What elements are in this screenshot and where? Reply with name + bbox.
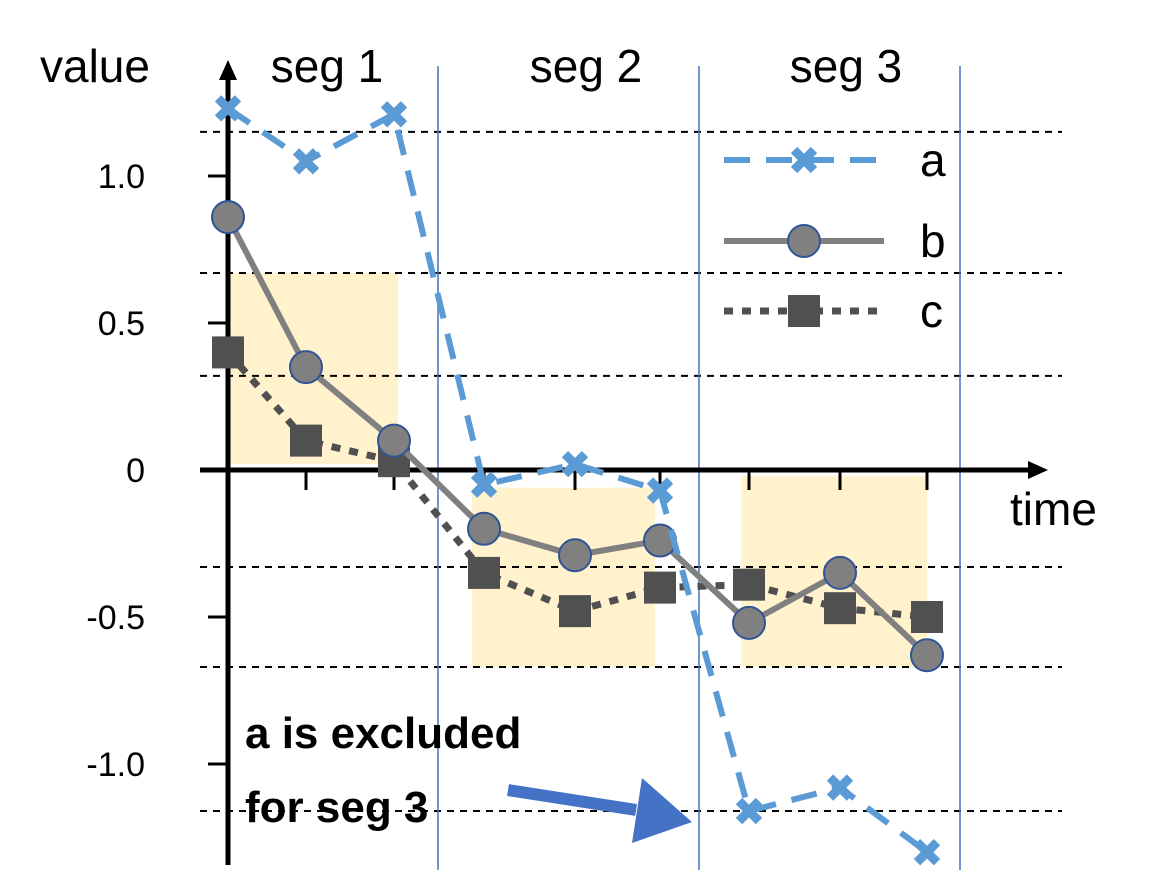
series-c <box>212 336 943 633</box>
annotation-line-1: a is excluded <box>245 709 521 758</box>
y-tick-label: 1.0 <box>98 158 145 196</box>
segment-label-1: seg 1 <box>271 40 384 92</box>
annotation-arrow <box>507 778 692 843</box>
legend-item-c: c <box>724 285 943 337</box>
series-b-point-4 <box>467 511 501 546</box>
series-layer <box>211 95 944 866</box>
series-a-point-7 <box>735 797 763 825</box>
annotation-line-2: for seg 3 <box>245 783 428 832</box>
segment-label-2: seg 2 <box>530 40 643 92</box>
series-b-point-9 <box>910 638 944 673</box>
x-axis-title: time <box>1010 483 1097 535</box>
series-c-point-9 <box>911 601 943 633</box>
legend-item-a: a <box>724 134 946 186</box>
y-tick-label: -1.0 <box>86 746 145 784</box>
series-b-point-1 <box>211 200 245 235</box>
series-c-point-7 <box>733 568 765 601</box>
series-c-point-8 <box>824 592 856 625</box>
series-b-point-2 <box>289 350 323 385</box>
legend-label-a: a <box>920 134 946 186</box>
legend: abc <box>724 134 946 337</box>
series-a-line <box>226 105 929 855</box>
series-a-point-6 <box>646 477 674 504</box>
y-axis-arrow <box>219 60 237 80</box>
series-b-point-8 <box>823 555 857 590</box>
legend-label-b: b <box>920 215 946 267</box>
series-b-point-3 <box>377 423 411 458</box>
y-tick-label: 0.5 <box>98 305 145 343</box>
series-c-point-1 <box>212 336 244 369</box>
legend-item-b: b <box>724 215 946 267</box>
legend-marker-b <box>787 224 821 258</box>
annotation-arrow-head <box>632 778 692 843</box>
series-a-point-2 <box>292 148 320 175</box>
series-a-point-9 <box>913 839 941 866</box>
legend-label-c: c <box>920 285 943 337</box>
series-c-point-4 <box>468 556 500 589</box>
series-b-point-5 <box>558 538 592 573</box>
series-c-point-6 <box>644 571 676 604</box>
series-a-point-4 <box>470 471 498 498</box>
y-axis-title: value <box>40 40 150 92</box>
series-a-point-5 <box>561 450 589 478</box>
y-tick-label: -0.5 <box>86 599 145 637</box>
series-a-point-3 <box>380 101 408 128</box>
series-c-point-2 <box>290 424 322 457</box>
highlight-areas <box>230 273 927 667</box>
series-a-point-8 <box>826 774 854 801</box>
legend-marker-c <box>788 295 820 327</box>
annotation-arrow-shaft <box>507 784 637 816</box>
x-axis-arrow <box>1028 461 1048 479</box>
segment-label-3: seg 3 <box>790 40 903 92</box>
series-a <box>214 95 941 866</box>
series-a-point-1 <box>214 95 242 122</box>
series-c-point-5 <box>559 595 591 628</box>
legend-marker-a <box>790 146 818 174</box>
y-tick-label: 0 <box>126 452 145 490</box>
highlight-2 <box>472 487 655 667</box>
series-b-point-7 <box>732 605 766 640</box>
